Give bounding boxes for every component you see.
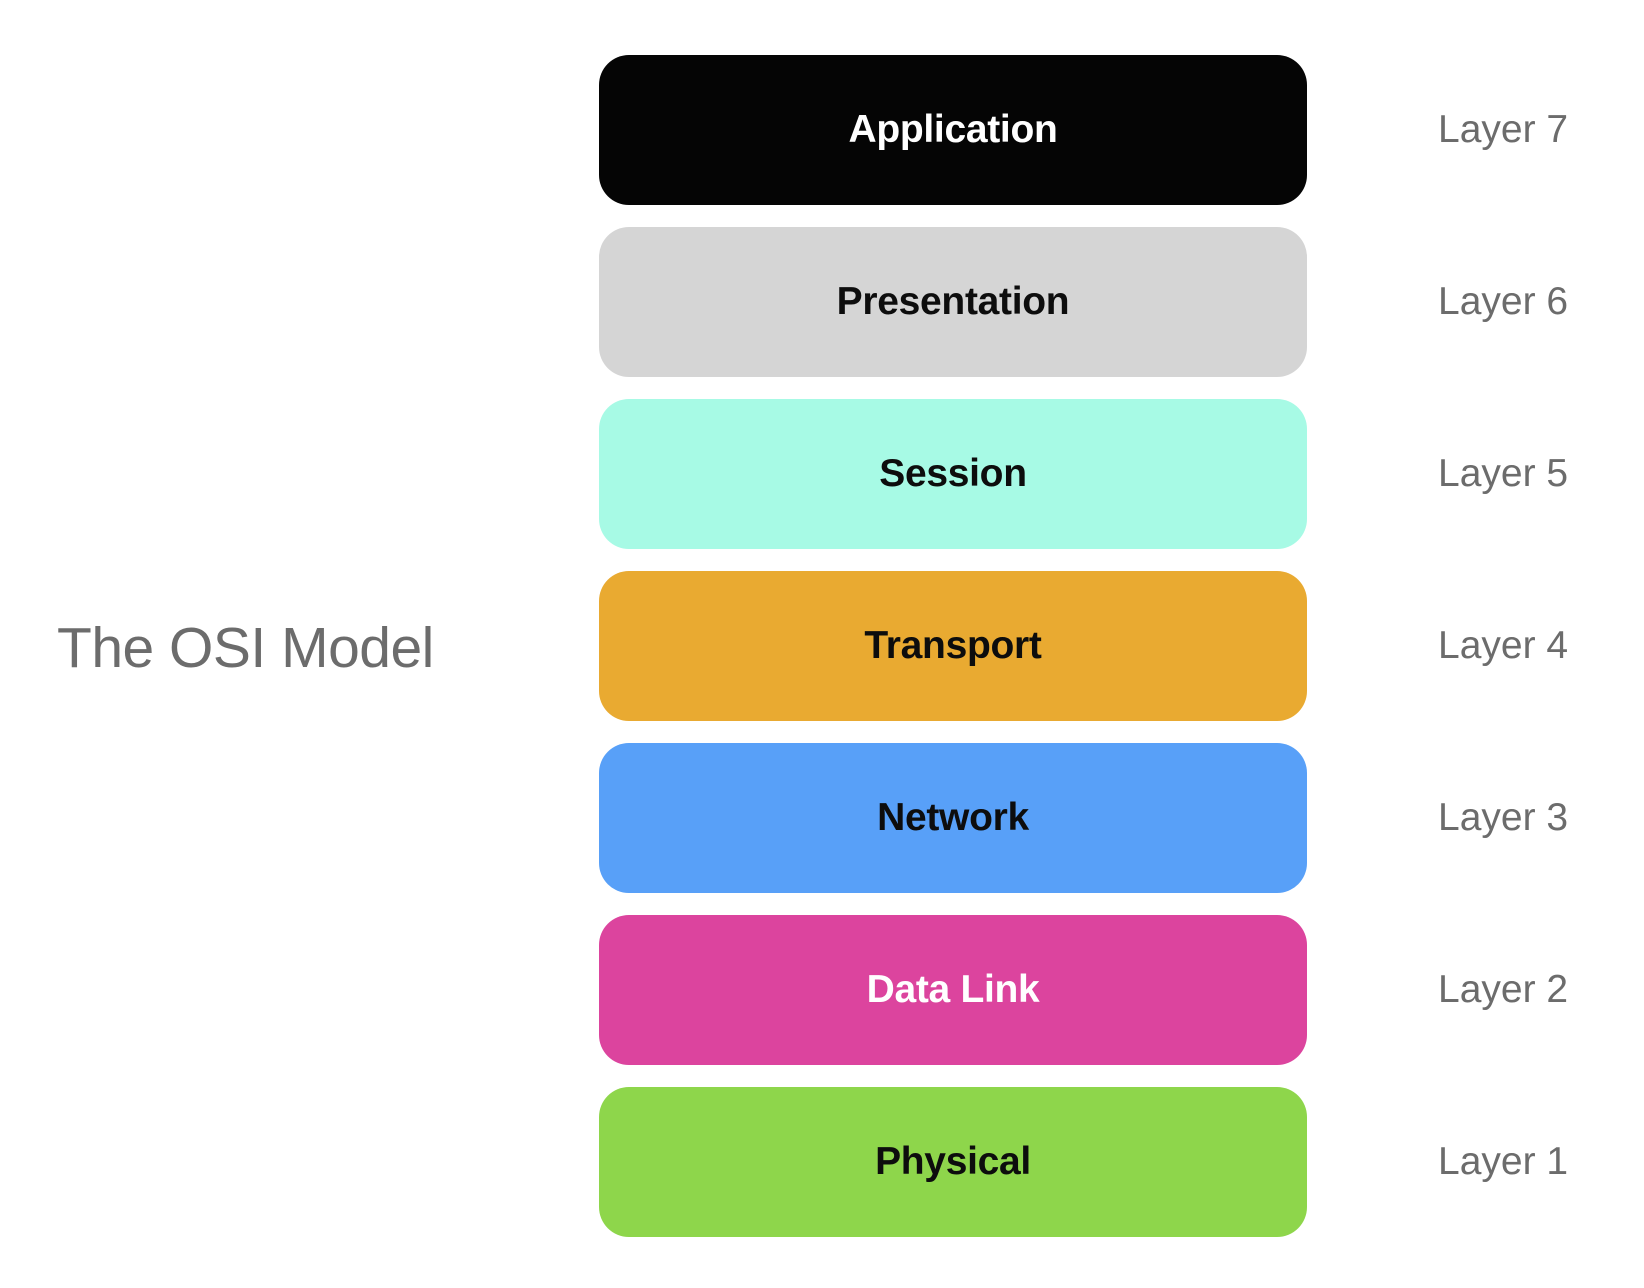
- layer-box-physical: Physical: [599, 1087, 1307, 1237]
- layer-row-physical: Physical Layer 1: [599, 1087, 1568, 1237]
- layer-number-label: Layer 2: [1438, 968, 1569, 1011]
- layer-row-transport: Transport Layer 4: [599, 571, 1568, 721]
- layer-name-label: Network: [877, 796, 1029, 839]
- layer-box-network: Network: [599, 743, 1307, 893]
- layer-name-label: Session: [879, 452, 1027, 495]
- layer-number-label: Layer 3: [1438, 796, 1569, 839]
- layer-name-label: Transport: [864, 624, 1042, 667]
- layer-row-data-link: Data Link Layer 2: [599, 915, 1568, 1065]
- layer-name-label: Application: [848, 108, 1058, 151]
- layer-name-label: Data Link: [866, 968, 1040, 1011]
- layer-number-label: Layer 5: [1438, 452, 1569, 495]
- layer-name-label: Physical: [875, 1140, 1031, 1183]
- layer-number-label: Layer 6: [1438, 280, 1569, 323]
- layer-row-network: Network Layer 3: [599, 743, 1568, 893]
- layer-number-label: Layer 4: [1438, 624, 1569, 667]
- layer-row-presentation: Presentation Layer 6: [599, 227, 1568, 377]
- layer-box-transport: Transport: [599, 571, 1307, 721]
- layer-box-presentation: Presentation: [599, 227, 1307, 377]
- layer-number-label: Layer 1: [1438, 1140, 1569, 1183]
- osi-layer-stack: Application Layer 7 Presentation Layer 6…: [599, 55, 1568, 1237]
- layer-number-label: Layer 7: [1438, 108, 1569, 151]
- layer-box-application: Application: [599, 55, 1307, 205]
- layer-box-session: Session: [599, 399, 1307, 549]
- layer-row-application: Application Layer 7: [599, 55, 1568, 205]
- layer-name-label: Presentation: [836, 280, 1070, 323]
- layer-row-session: Session Layer 5: [599, 399, 1568, 549]
- layer-box-data-link: Data Link: [599, 915, 1307, 1065]
- diagram-title: The OSI Model: [57, 616, 434, 680]
